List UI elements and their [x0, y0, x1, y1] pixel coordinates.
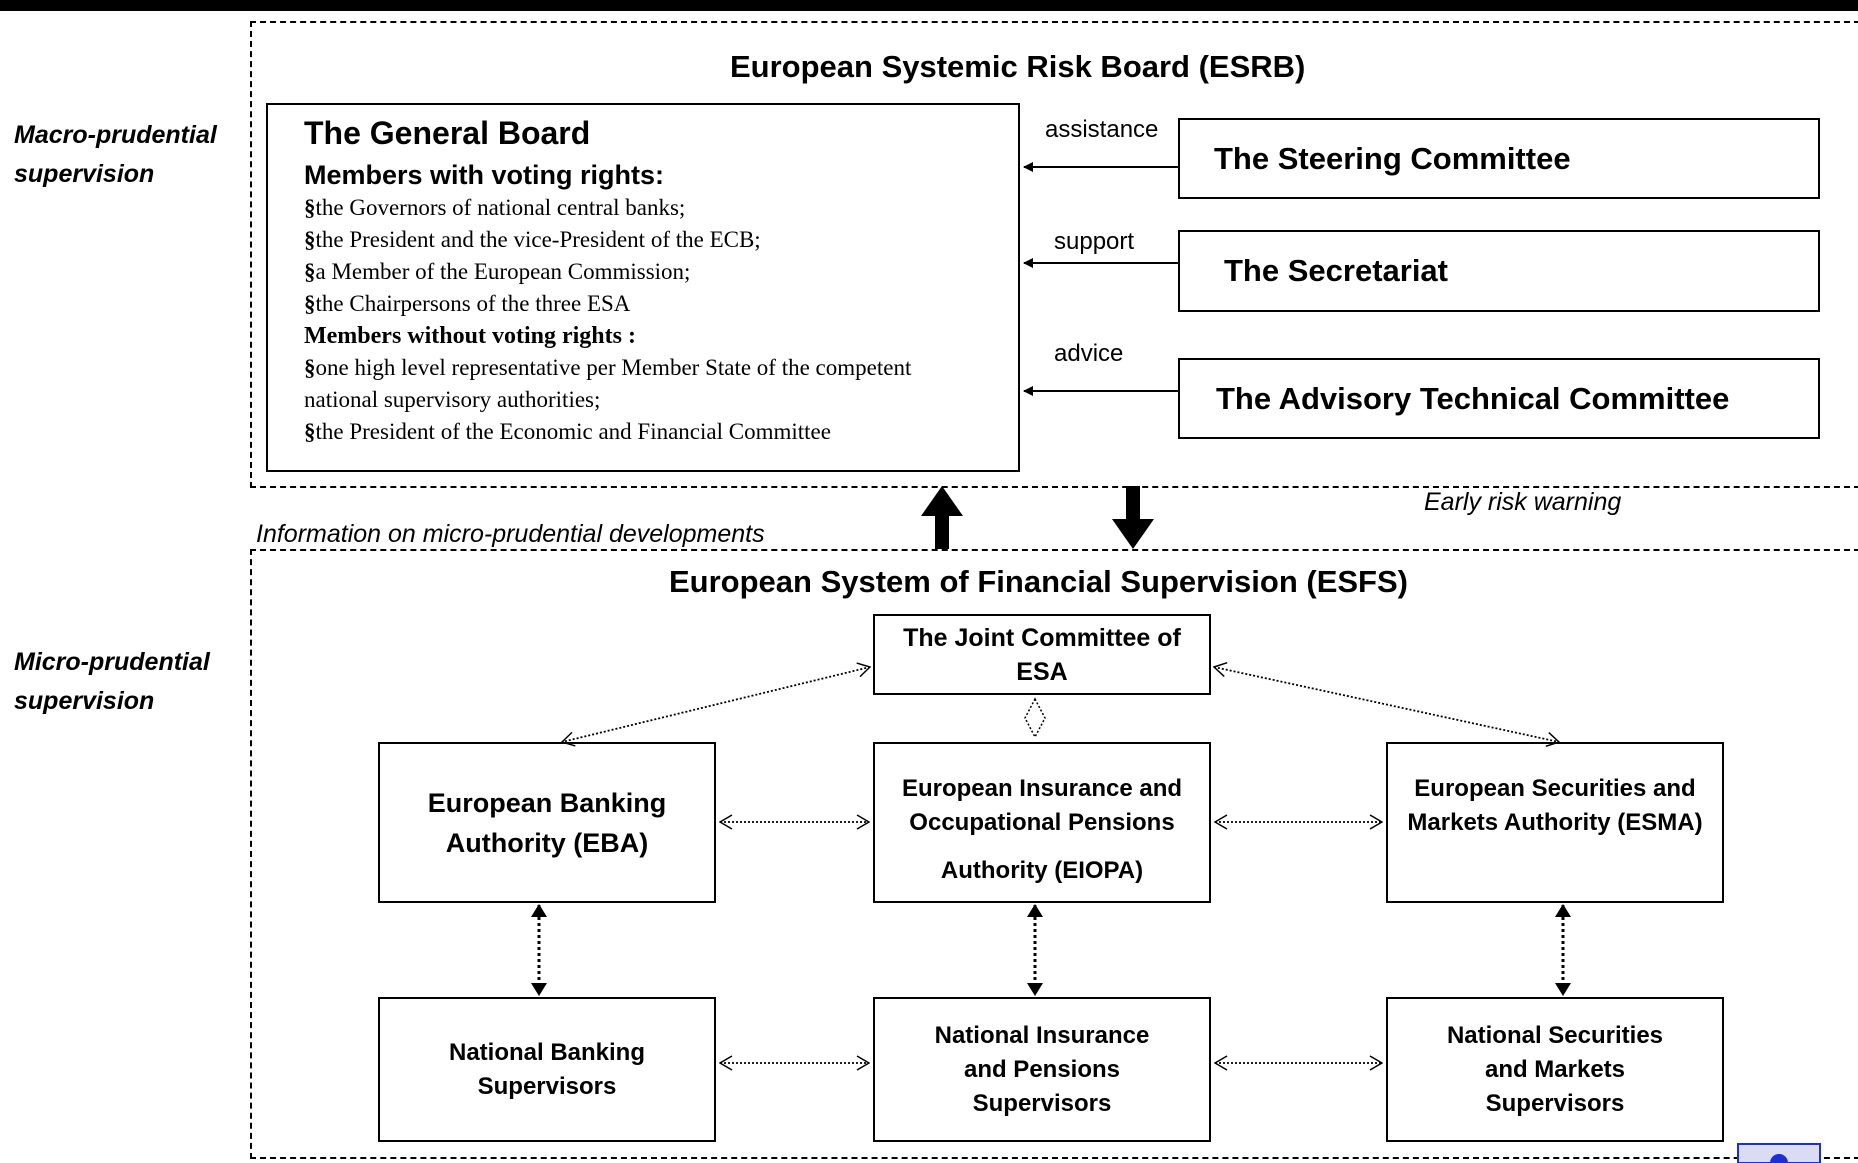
jc-eiopa-link [1024, 697, 1046, 739]
voting-item: §the President and the vice-President of… [304, 227, 761, 252]
eiopa-line3: Authority (EIOPA) [940, 857, 1144, 884]
nonvoting-heading: Members without voting rights : [304, 323, 636, 349]
macro-label: Macro-prudential supervision [14, 121, 217, 188]
top-rule [0, 0, 1858, 11]
jc-esma-link [1214, 667, 1559, 742]
secretariat-name: The Secretariat [1224, 253, 1448, 288]
jc-eba-link [562, 667, 870, 742]
national-securities-box: National Securities and Markets Supervis… [1386, 997, 1724, 1142]
early-warning-label: Early risk warning [1424, 488, 1622, 516]
esfs-title: European System of Financial Supervision… [669, 564, 1408, 599]
national-insurance-name: National Insurance and Pensions Supervis… [934, 1021, 1150, 1117]
esrb-frame [250, 21, 1858, 488]
national-insurance-box: National Insurance and Pensions Supervis… [873, 997, 1211, 1142]
national-banking-name: National Banking Supervisors [448, 1038, 646, 1100]
eba-name: European Banking Authority (EBA) [427, 787, 667, 858]
eiopa-line2: Occupational Pensions [909, 809, 1175, 836]
esfs-frame [250, 549, 1858, 1159]
advisory-committee-name: The Advisory Technical Committee [1216, 380, 1730, 416]
joint-committee-name: The Joint Committee of ESA [903, 623, 1181, 686]
micro-label: Micro-prudential supervision [14, 648, 210, 715]
voting-item: §a Member of the European Commission; [304, 259, 691, 284]
corner-logo-icon [1737, 1143, 1821, 1163]
national-securities-name: National Securities and Markets Supervis… [1446, 1021, 1664, 1117]
eiopa-line1: European Insurance and [901, 775, 1183, 802]
information-label: Information on micro-prudential developm… [256, 520, 765, 548]
esma-name: European Securities and Markets Authorit… [1407, 775, 1703, 836]
support-label: support [1054, 228, 1135, 255]
general-board-box: The General Board Members with voting ri… [266, 103, 1020, 472]
information-up-arrow [921, 486, 963, 549]
voting-heading: Members with voting rights: [304, 160, 665, 190]
eba-box: European Banking Authority (EBA) [378, 742, 716, 903]
early-warning-down-arrow [1112, 486, 1154, 549]
steering-committee-name: The Steering Committee [1214, 140, 1571, 176]
national-banking-box: National Banking Supervisors [378, 997, 716, 1142]
esma-box: European Securities and Markets Authorit… [1386, 742, 1724, 903]
esrb-title: European Systemic Risk Board (ESRB) [730, 49, 1306, 84]
general-board-title: The General Board [304, 115, 591, 151]
nonvoting-item: §the President of the Economic and Finan… [304, 419, 831, 444]
advice-label: advice [1054, 340, 1124, 367]
assistance-label: assistance [1045, 116, 1159, 143]
steering-committee-box: The Steering Committee [1178, 118, 1820, 199]
voting-item: §the Governors of national central banks… [304, 195, 686, 220]
secretariat-box: The Secretariat [1178, 230, 1820, 312]
nonvoting-item: §one high level representative per Membe… [304, 355, 912, 412]
eiopa-box: European Insurance and Occupational Pens… [873, 742, 1211, 903]
voting-item: §the Chairpersons of the three ESA [304, 291, 631, 316]
joint-committee-box: The Joint Committee of ESA [873, 614, 1211, 695]
advisory-committee-box: The Advisory Technical Committee [1178, 358, 1820, 439]
